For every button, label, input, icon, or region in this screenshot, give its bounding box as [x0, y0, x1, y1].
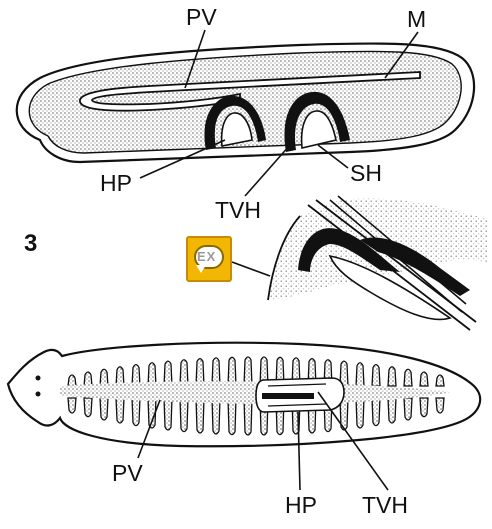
intestine-branch-lower: [180, 398, 188, 432]
intestine-branch-lower: [164, 398, 172, 430]
intestine-branch-lower: [100, 398, 108, 420]
intestine-branch-lower: [68, 398, 76, 413]
intestine-branch-lower: [132, 398, 140, 426]
leader-badge: [232, 262, 270, 276]
speech-bubble-icon[interactable]: EX: [186, 236, 232, 282]
intestine-branch-lower: [372, 398, 380, 426]
intestine-branch-lower: [212, 398, 220, 434]
label-hp-top: HP: [100, 172, 132, 195]
bubble-tail: [196, 265, 206, 273]
intestine-branch-lower: [116, 398, 124, 423]
intestine-branch-upper: [420, 372, 428, 386]
pharynx-body-black: [262, 393, 314, 399]
intestine-branch-lower: [388, 398, 396, 423]
eyespot-lower: [36, 392, 41, 397]
intestine-branch-upper: [388, 367, 396, 386]
label-pv-top: PV: [186, 6, 217, 29]
intestine-branch-upper: [404, 369, 412, 386]
intestine-branch-lower: [436, 398, 444, 413]
intestine-branch-upper: [356, 363, 364, 386]
longitudinal-section: [17, 30, 474, 196]
whole-animal: [8, 343, 480, 490]
eyespot-upper: [36, 376, 41, 381]
label-tvh-top: TVH: [215, 199, 261, 222]
intestine-branch-upper: [436, 375, 444, 386]
intestine-branch-upper: [68, 375, 76, 386]
pharynx-detail: [232, 196, 488, 330]
label-tvh-bottom: TVH: [362, 494, 408, 517]
intestine-branch-lower: [420, 398, 428, 417]
intestine-branch-lower: [404, 398, 412, 420]
intestine-branch-upper: [84, 372, 92, 386]
label-pv-bottom: PV: [112, 462, 143, 485]
figure-number: 3: [24, 232, 37, 256]
intestine-branch-lower: [196, 398, 204, 433]
intestine-branch-lower: [84, 398, 92, 417]
label-m: M: [407, 8, 426, 31]
badge-text: EX: [197, 250, 216, 263]
intestine-branch-lower: [356, 398, 364, 428]
intestine-branch-upper: [372, 365, 380, 386]
label-sh: SH: [350, 162, 382, 185]
label-hp-bottom: HP: [285, 494, 317, 517]
